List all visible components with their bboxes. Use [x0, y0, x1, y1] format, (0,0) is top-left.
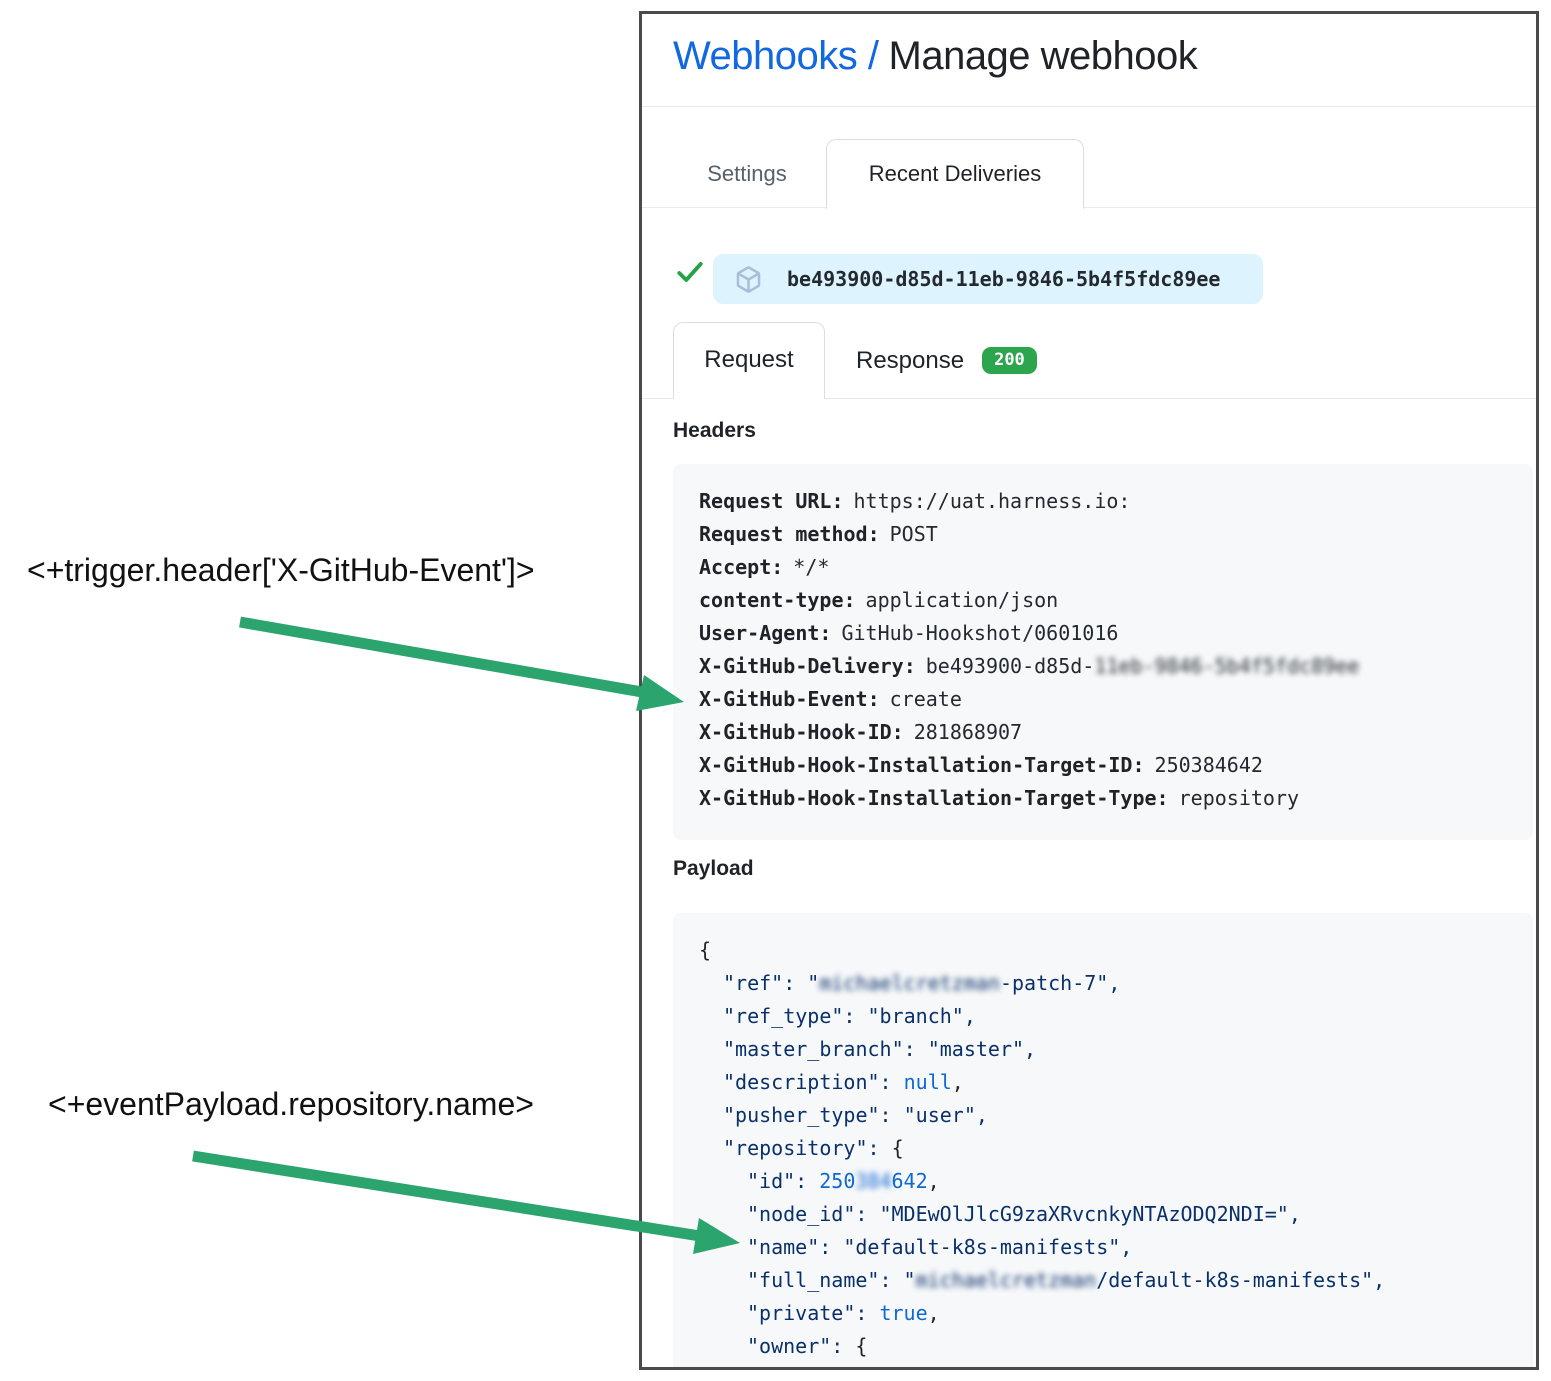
webhook-panel: Webhooks /Manage webhook Settings Recent… [639, 11, 1539, 1370]
header-row-x-github-delivery: X-GitHub-Delivery:be493900-d85d-11eb-984… [699, 654, 1360, 678]
json-line-repository: "repository": { [723, 1136, 904, 1160]
package-icon [736, 265, 761, 293]
json-line-full-name: "full_name": "michaelcretzman/default-k8… [747, 1268, 1386, 1292]
tab-response[interactable]: Response 200 [856, 322, 1037, 399]
header-row-x-github-event: X-GitHub-Event:create [699, 687, 962, 711]
payload-heading: Payload [673, 857, 754, 880]
title-divider [642, 106, 1536, 107]
json-line-name: "name": "default-k8s-manifests", [747, 1235, 1133, 1259]
header-row: User-Agent:GitHub-Hookshot/0601016 [699, 621, 1119, 645]
page-title-text: Manage webhook [888, 34, 1198, 78]
json-line: "private": true, [747, 1301, 940, 1325]
delivery-guid-pill[interactable]: be493900-d85d-11eb-9846-5b4f5fdc89ee [713, 254, 1263, 304]
webhooks-breadcrumb-link[interactable]: Webhooks / [673, 34, 879, 78]
json-line: { [699, 938, 712, 962]
json-line: "description": null, [723, 1070, 964, 1094]
json-line: "owner": { [747, 1334, 868, 1358]
payload-expression-annotation: <+eventPayload.repository.name> [48, 1086, 534, 1122]
header-row: X-GitHub-Hook-Installation-Target-ID:250… [699, 753, 1263, 777]
header-row: content-type:application/json [699, 588, 1059, 612]
header-row: Accept:*/* [699, 555, 830, 579]
trigger-arrow-shaft [239, 616, 649, 699]
tab-settings[interactable]: Settings [707, 161, 787, 186]
headers-heading: Headers [673, 419, 756, 442]
payload-arrow-shaft [192, 1150, 701, 1242]
json-line-ref: "ref": "michaelcretzman-patch-7", [723, 971, 1121, 995]
json-line: "pusher_type": "user", [723, 1103, 988, 1127]
trigger-expression-annotation: <+trigger.header['X-GitHub-Event']> [27, 552, 535, 588]
payload-box: { "ref": "michaelcretzman-patch-7", "ref… [673, 913, 1533, 1367]
json-line: "master_branch": "master", [723, 1037, 1037, 1061]
json-line-id: "id": 250384642, [747, 1169, 940, 1193]
delivery-guid: be493900-d85d-11eb-9846-5b4f5fdc89ee [787, 267, 1221, 291]
subtabs-divider [642, 398, 1536, 399]
tab-response-label: Response [856, 346, 965, 374]
check-icon [677, 262, 703, 282]
headers-box: Request URL:https://uat.harness.io: Requ… [673, 464, 1533, 840]
tab-request[interactable]: Request [673, 322, 825, 399]
status-badge: 200 [982, 347, 1037, 374]
tab-recent-deliveries[interactable]: Recent Deliveries [826, 139, 1084, 209]
json-line: "ref_type": "branch", [723, 1004, 976, 1028]
header-row: Request URL:https://uat.harness.io: [699, 489, 1131, 513]
json-line: "node_id": "MDEwOlJlcG9zaXRvcnkyNTAzODQ2… [747, 1202, 1301, 1226]
page-title: Webhooks /Manage webhook [673, 34, 1198, 79]
header-row: X-GitHub-Hook-Installation-Target-Type:r… [699, 786, 1300, 810]
tabs-divider [642, 207, 1536, 208]
header-row: Request method:POST [699, 522, 938, 546]
header-row: X-GitHub-Hook-ID:281868907 [699, 720, 1023, 744]
